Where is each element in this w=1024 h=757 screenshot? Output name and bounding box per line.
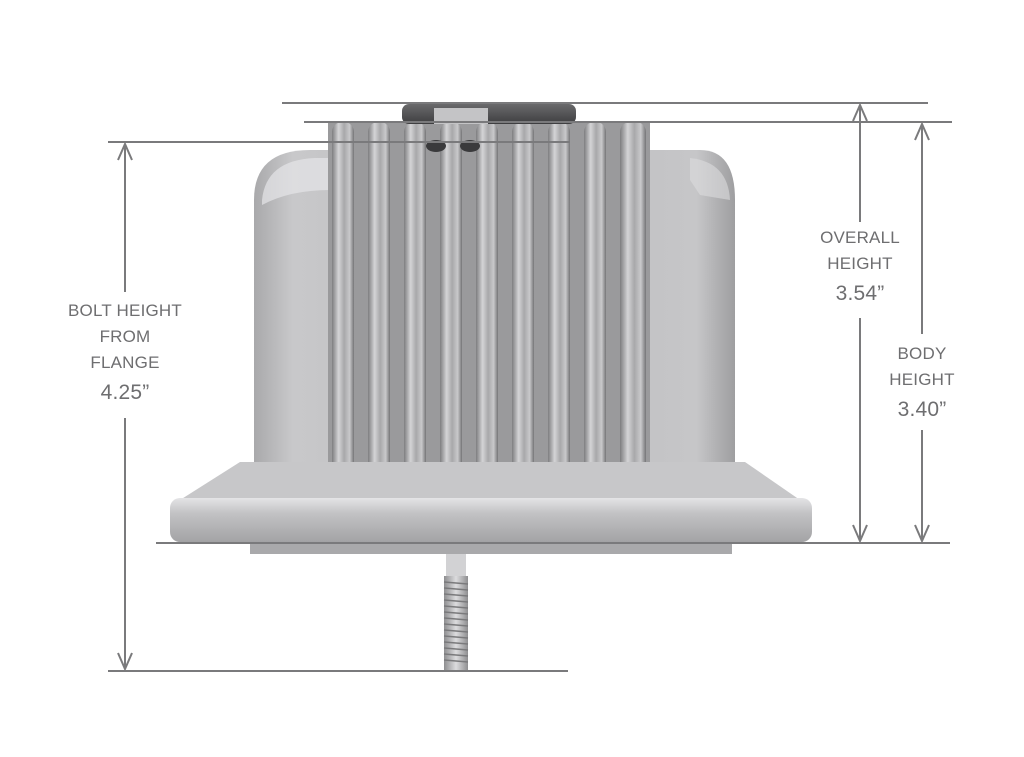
overall-height-caption-2: HEIGHT: [827, 254, 893, 273]
breather-cap: [402, 104, 576, 152]
bolt-height-caption-1: BOLT HEIGHT: [68, 301, 182, 320]
flange: [170, 462, 812, 554]
bolt-height-label: BOLT HEIGHT FROM FLANGE 4.25”: [40, 298, 210, 408]
dimension-lines: [108, 102, 952, 672]
overall-height-caption-1: OVERALL: [820, 228, 900, 247]
overall-height-label: OVERALL HEIGHT 3.54”: [790, 225, 930, 309]
body-height-caption-2: HEIGHT: [889, 370, 955, 389]
overall-height-value: 3.54”: [835, 282, 885, 305]
body-height-caption-1: BODY: [897, 344, 947, 363]
mounting-bolt: [443, 554, 469, 670]
body-height-label: BODY HEIGHT 3.40”: [862, 341, 982, 425]
cooling-fins: [328, 122, 650, 502]
bolt-height-caption-3: FLANGE: [90, 353, 160, 372]
bolt-height-value: 4.25”: [100, 381, 150, 404]
body-height-value: 3.40”: [897, 398, 947, 421]
bolt-height-caption-2: FROM: [99, 327, 151, 346]
